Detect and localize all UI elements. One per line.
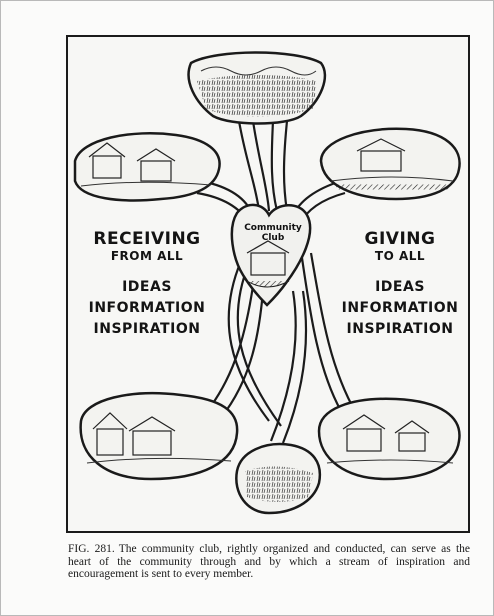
left-item-information: INFORMATION [81, 298, 213, 319]
left-item-inspiration: INSPIRATION [81, 319, 213, 340]
lower-right-lobe [319, 399, 459, 479]
right-item-ideas: IDEAS [335, 277, 465, 298]
upper-left-lobe [75, 133, 220, 200]
receiving-sub: FROM ALL [81, 249, 213, 263]
giving-block: GIVING TO ALL IDEAS INFORMATION INSPIRAT… [335, 229, 465, 340]
receiving-block: RECEIVING FROM ALL IDEAS INFORMATION INS… [81, 229, 213, 340]
top-lobe [189, 53, 325, 124]
left-item-ideas: IDEAS [81, 277, 213, 298]
heart-label-line1: Community [237, 223, 309, 233]
giving-sub: TO ALL [335, 249, 465, 263]
lower-left-lobe [81, 393, 238, 479]
figure-caption: FIG. 281.The community club, rightly org… [68, 543, 470, 581]
right-item-information: INFORMATION [335, 298, 465, 319]
caption-text: The community club, rightly organized an… [68, 543, 470, 580]
bottom-center-lobe [236, 444, 320, 513]
right-item-inspiration: INSPIRATION [335, 319, 465, 340]
figure-number: FIG. 281. [68, 543, 115, 555]
heart-label: Community Club [237, 223, 309, 243]
receiving-heading: RECEIVING [81, 229, 213, 249]
heart-label-line2: Club [237, 233, 309, 243]
upper-right-lobe [321, 129, 460, 199]
giving-heading: GIVING [335, 229, 465, 249]
heart-shape [232, 205, 310, 305]
